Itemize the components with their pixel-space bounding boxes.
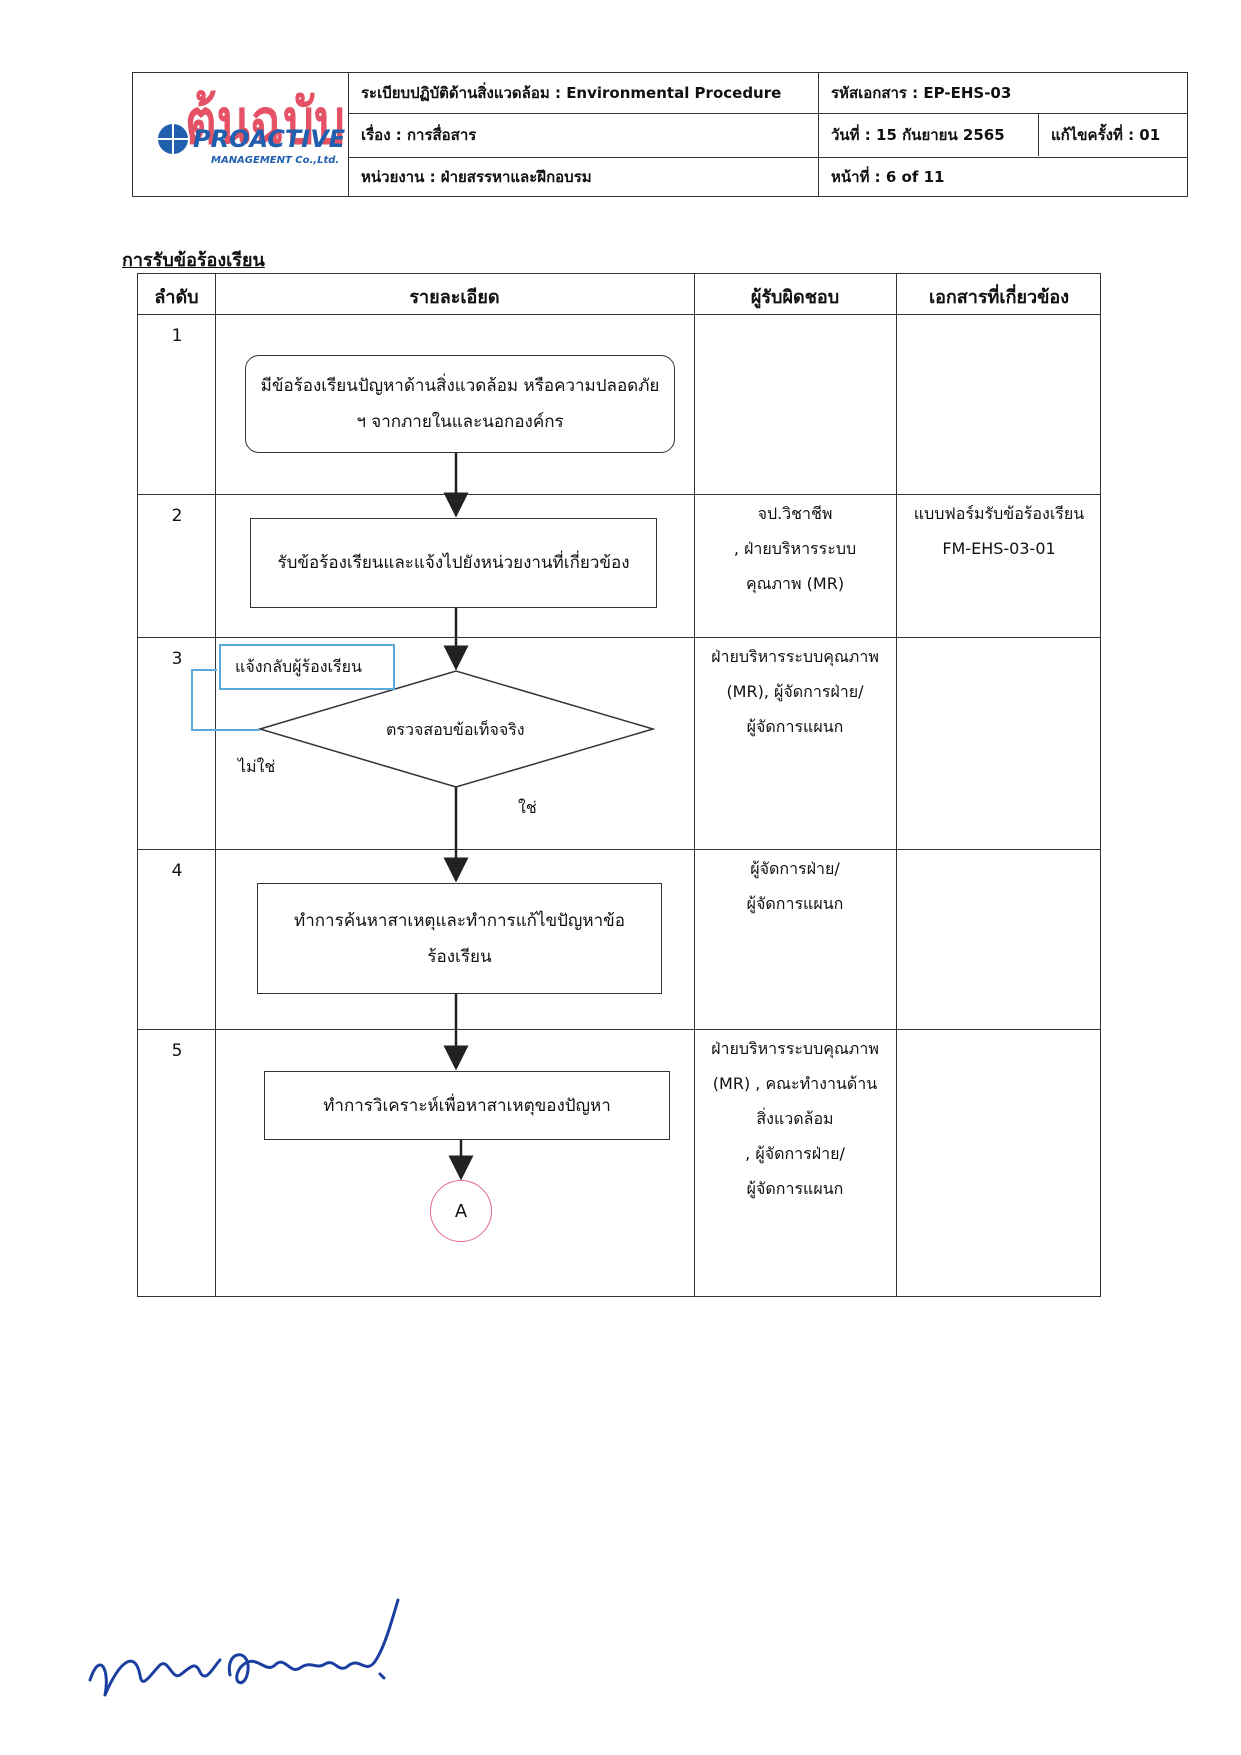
responsible-step-5: ฝ่ายบริหารระบบคุณภาพ (MR) , คณะทำงานด้าน… [711, 1039, 879, 1198]
no-branch-label: ไม่ใช่ [238, 757, 276, 776]
responsible-step-4: ผู้จัดการฝ่าย/ ผู้จัดการแผนก [746, 859, 844, 913]
yes-branch-label: ใช่ [518, 798, 537, 817]
responsible-step-2: จป.วิชาชีพ , ฝ่ายบริหารระบบ คุณภาพ (MR) [733, 504, 857, 593]
procedure-table: ลำดับ รายละเอียด ผู้รับผิดชอบ เอกสารที่เ… [137, 273, 1101, 1297]
section-title: การรับข้อร้องเรียน [122, 250, 265, 271]
step-2-process-box: รับข้อร้องเรียนและแจ้งไปยังหน่วยงานที่เก… [250, 518, 657, 608]
step-number: 1 [171, 326, 183, 346]
feedback-box: แจ้งกลับผู้ร้องเรียน [219, 644, 395, 690]
company-logo: ต้นฉบับ PROACTIVE MANAGEMENT Co.,Ltd. [135, 75, 346, 194]
original-stamp: ต้นฉบับ [185, 85, 345, 158]
decision-diamond [257, 670, 656, 788]
company-name-mark: PROACTIVE [193, 125, 345, 153]
feedback-loop-line [191, 669, 260, 731]
connector-a: A [430, 1180, 492, 1242]
documents-step-2: แบบฟอร์มรับข้อร้องเรียน FM-EHS-03-01 [913, 504, 1085, 558]
document-header: ต้นฉบับ PROACTIVE MANAGEMENT Co.,Ltd. ระ… [132, 72, 1188, 197]
step-number: 2 [171, 506, 183, 526]
col-header-details: รายละเอียด [409, 287, 500, 308]
col-header-order: ลำดับ [154, 287, 199, 308]
col-header-documents: เอกสารที่เกี่ยวข้อง [928, 287, 1070, 308]
step-number: 5 [171, 1041, 183, 1061]
col-header-responsible: ผู้รับผิดชอบ [750, 287, 840, 308]
step-number: 3 [171, 649, 183, 669]
step-4-process-box: ทำการค้นหาสาเหตุและทำการแก้ไขปัญหาข้อ ร้… [257, 883, 662, 994]
revision-number: แก้ไขครั้งที่ : 01 [1051, 126, 1161, 144]
issue-date: วันที่ : 15 กันยายน 2565 [831, 126, 1005, 144]
department: หน่วยงาน : ฝ่ายสรรหาและฝึกอบรม [361, 168, 592, 186]
decision-label: ตรวจสอบข้อเท็จจริง [386, 720, 525, 739]
signature [80, 1580, 420, 1724]
company-sub-mark: MANAGEMENT Co.,Ltd. [211, 155, 339, 166]
page-number: หน้าที่ : 6 of 11 [831, 168, 945, 186]
step-1-start-box: มีข้อร้องเรียนปัญหาด้านสิ่งแวดล้อม หรือค… [245, 355, 675, 453]
step-number: 4 [171, 861, 183, 881]
step-5-process-box: ทำการวิเคราะห์เพื่อหาสาเหตุของปัญหา [264, 1071, 670, 1140]
document-code: รหัสเอกสาร : EP-EHS-03 [831, 84, 1012, 102]
responsible-step-3: ฝ่ายบริหารระบบคุณภาพ (MR), ผู้จัดการฝ่าย… [711, 647, 879, 736]
procedure-title: ระเบียบปฏิบัติด้านสิ่งแวดล้อม : Environm… [361, 84, 782, 102]
subject: เรื่อง : การสื่อสาร [361, 126, 477, 144]
